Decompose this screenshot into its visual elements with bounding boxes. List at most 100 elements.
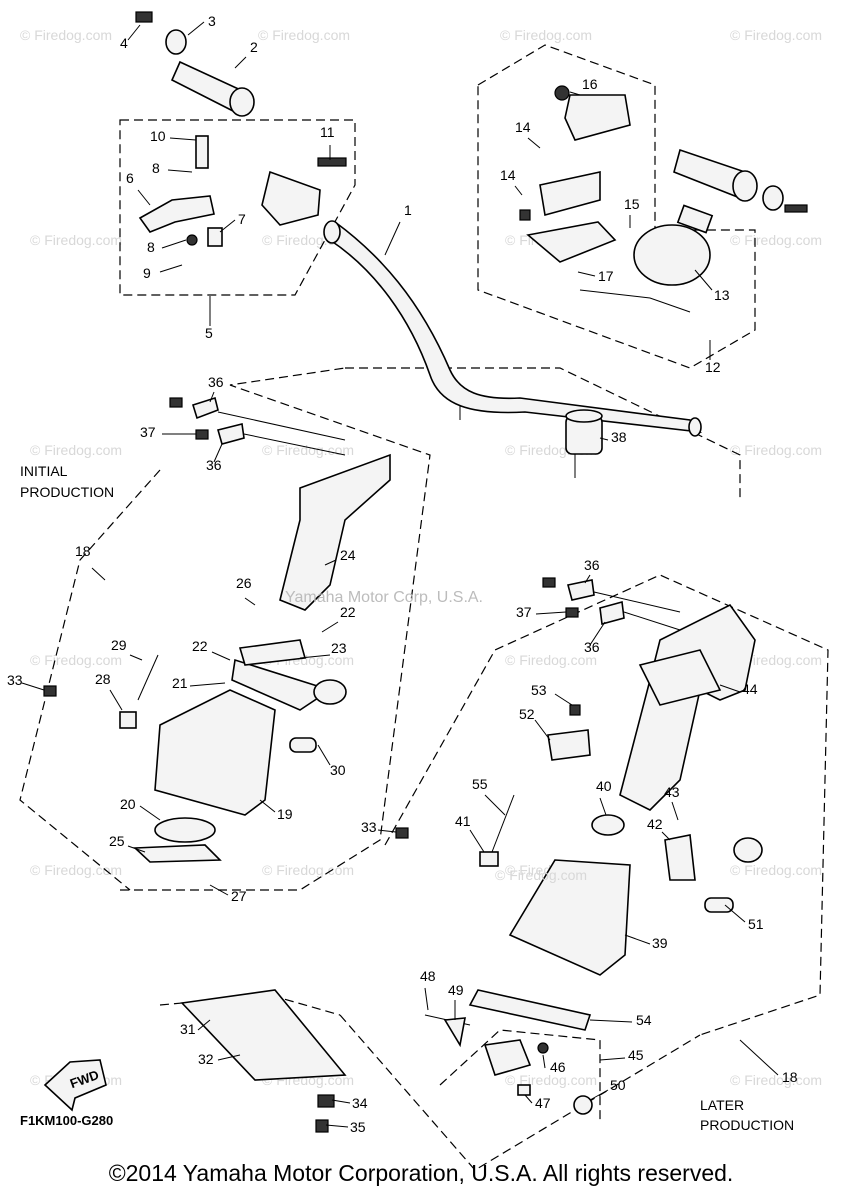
callout-36: 36 bbox=[584, 639, 600, 655]
callout-43: 43 bbox=[664, 784, 680, 800]
callout-19: 19 bbox=[277, 806, 293, 822]
callout-13: 13 bbox=[714, 287, 730, 303]
callout-33: 33 bbox=[361, 819, 377, 835]
callout-26: 26 bbox=[236, 575, 252, 591]
callout-38: 38 bbox=[611, 429, 627, 445]
callout-leader-37 bbox=[535, 611, 567, 615]
callout-6: 6 bbox=[126, 170, 134, 186]
watermark-tile: © Firedog.com bbox=[30, 232, 122, 248]
caption-later-line1: LATER bbox=[700, 1097, 744, 1113]
callout-leader-31 bbox=[197, 1019, 211, 1031]
callout-leader-36 bbox=[589, 621, 606, 646]
callout-leader-48 bbox=[424, 987, 429, 1011]
callout-leader-23 bbox=[299, 654, 331, 659]
callout-44: 44 bbox=[742, 681, 758, 697]
watermark-tile: © Firedog.com bbox=[730, 652, 822, 668]
callout-leader-7 bbox=[219, 219, 236, 233]
callout-leader-33 bbox=[377, 829, 397, 833]
callout-leader-3 bbox=[187, 21, 205, 36]
callout-8: 8 bbox=[152, 160, 160, 176]
callout-leader-17 bbox=[577, 271, 596, 277]
center-watermark: Yamaha Motor Corp, U.S.A. bbox=[285, 589, 483, 606]
callout-46: 46 bbox=[550, 1059, 566, 1075]
callout-leader-33 bbox=[21, 682, 45, 691]
callout-53: 53 bbox=[531, 682, 547, 698]
callout-18: 18 bbox=[782, 1069, 798, 1085]
callout-1: 1 bbox=[404, 202, 412, 218]
callout-45: 45 bbox=[628, 1047, 644, 1063]
callout-36: 36 bbox=[584, 557, 600, 573]
callout-leader-8 bbox=[167, 169, 193, 173]
callout-leader-16 bbox=[569, 91, 581, 96]
callout-21: 21 bbox=[172, 675, 188, 691]
callout-leader-29 bbox=[129, 654, 143, 661]
watermark-tile: © Firedog.com bbox=[30, 652, 122, 668]
callout-3: 3 bbox=[208, 13, 216, 29]
callout-leader-39 bbox=[624, 934, 651, 945]
callout-leader-4 bbox=[127, 24, 141, 41]
callout-leader-41 bbox=[469, 829, 485, 853]
callout-30: 30 bbox=[330, 762, 346, 778]
callout-52: 52 bbox=[519, 706, 535, 722]
fwd-arrow: FWD bbox=[43, 1059, 107, 1112]
callout-14: 14 bbox=[515, 119, 531, 135]
callout-leader-51 bbox=[724, 904, 746, 923]
callout-36: 36 bbox=[206, 457, 222, 473]
callout-54: 54 bbox=[636, 1012, 652, 1028]
watermark-tiles: © Firedog.com © Firedog.com © Firedog.co… bbox=[20, 27, 822, 1088]
callout-41: 41 bbox=[455, 813, 471, 829]
callout-16: 16 bbox=[582, 76, 598, 92]
callout-leader-34 bbox=[331, 1099, 351, 1104]
watermark-tile: © Firedog.com bbox=[30, 862, 122, 878]
handlebar-part bbox=[323, 220, 702, 437]
watermark-tile: © Firedog.com bbox=[258, 27, 350, 43]
callout-49: 49 bbox=[448, 982, 464, 998]
callout-leader-46 bbox=[542, 1054, 546, 1069]
bushing-part bbox=[565, 409, 603, 455]
callout-28: 28 bbox=[95, 671, 111, 687]
grip-right bbox=[673, 148, 808, 213]
diagram-code: F1KM100-G280 bbox=[20, 1113, 113, 1128]
callout-11: 11 bbox=[320, 124, 335, 140]
callout-18: 18 bbox=[75, 543, 91, 559]
watermark-tile: © Firedog.com bbox=[730, 442, 822, 458]
watermark-tile: © Firedog.com bbox=[730, 1072, 822, 1088]
watermark-tile: © Firedog.com bbox=[730, 862, 822, 878]
callout-leader-19 bbox=[259, 799, 276, 813]
watermark-tile: © Firedog.com bbox=[30, 442, 122, 458]
callout-leader-35 bbox=[325, 1124, 349, 1128]
callout-leader-27 bbox=[209, 884, 229, 896]
callout-22: 22 bbox=[192, 638, 208, 654]
callout-51: 51 bbox=[748, 916, 764, 932]
watermark-tile: © Firedog.com bbox=[730, 27, 822, 43]
throttle-lever-group bbox=[138, 135, 347, 247]
callout-7: 7 bbox=[238, 211, 246, 227]
callout-20: 20 bbox=[120, 796, 136, 812]
callout-leader-6 bbox=[137, 189, 151, 206]
callout-leader-26 bbox=[244, 597, 256, 606]
callout-47: 47 bbox=[535, 1095, 551, 1111]
watermark-tile: © Firedog.com bbox=[730, 232, 822, 248]
switch-group bbox=[519, 85, 714, 313]
callout-50: 50 bbox=[610, 1077, 626, 1093]
callout-37: 37 bbox=[140, 424, 156, 440]
callout-leader-22 bbox=[321, 621, 339, 633]
grip-left bbox=[135, 11, 255, 117]
callout-leader-36 bbox=[209, 391, 215, 403]
watermark-tile: © Firedog.com bbox=[262, 442, 354, 458]
callout-leader-36 bbox=[584, 574, 591, 584]
callout-leader-38 bbox=[599, 437, 609, 441]
callout-5: 5 bbox=[205, 325, 213, 341]
callout-34: 34 bbox=[352, 1095, 368, 1111]
callout-36: 36 bbox=[208, 374, 224, 390]
callout-leader-9 bbox=[159, 264, 183, 273]
watermark-tile: © Firedog.com bbox=[262, 862, 354, 878]
callout-40: 40 bbox=[596, 778, 612, 794]
callout-25: 25 bbox=[109, 833, 125, 849]
callout-leader-45 bbox=[599, 1057, 626, 1061]
callout-leader-1 bbox=[384, 221, 401, 256]
callout-leader-55 bbox=[484, 794, 506, 816]
callout-leader-53 bbox=[554, 693, 573, 706]
callout-37: 37 bbox=[516, 604, 532, 620]
